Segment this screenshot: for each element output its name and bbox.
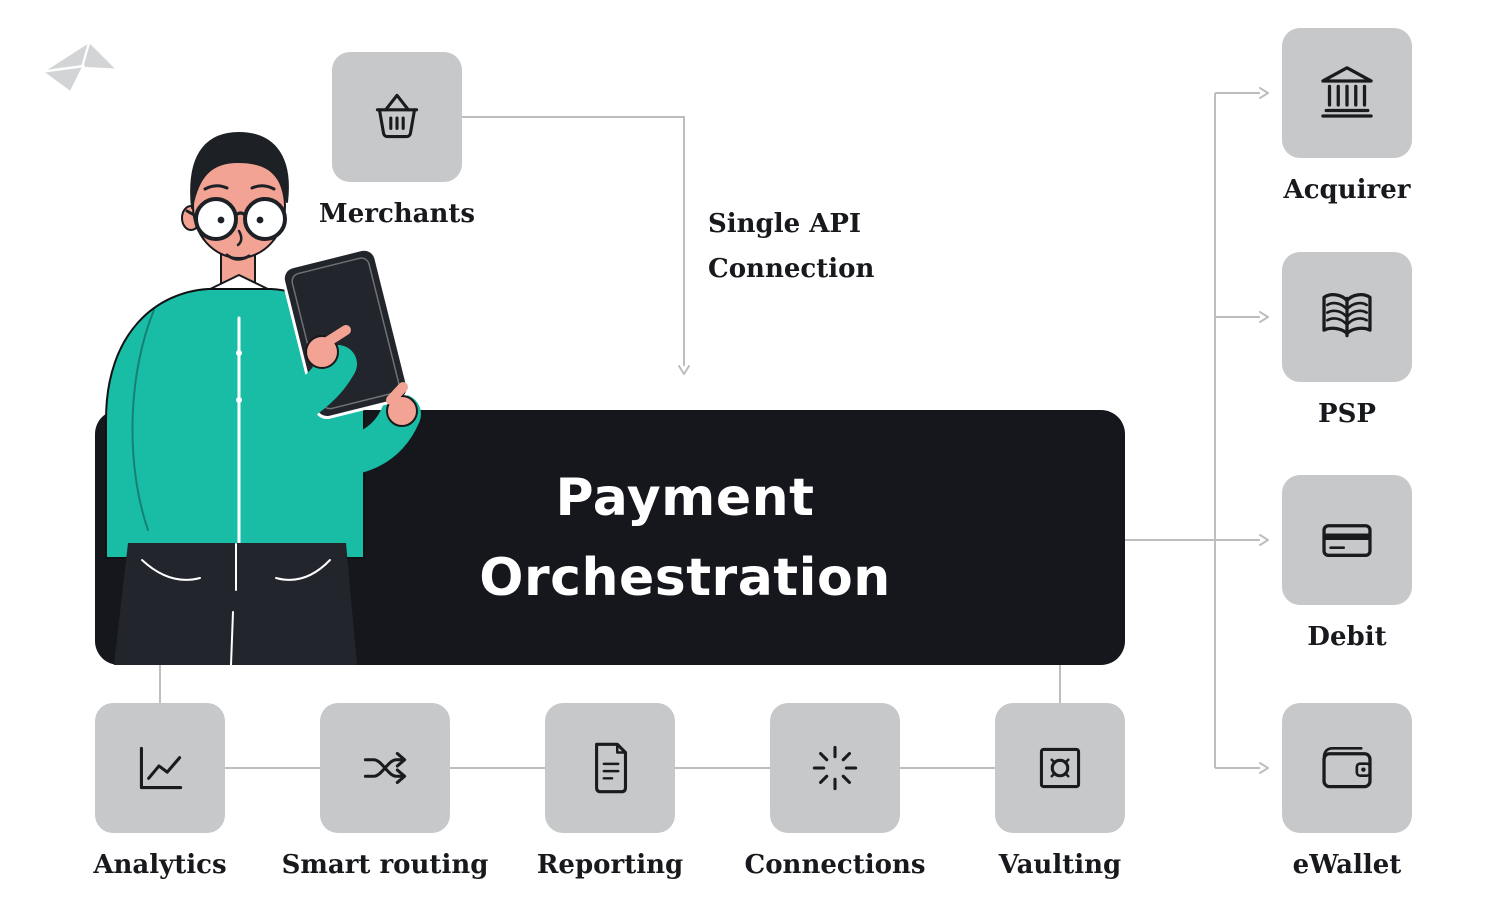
merchants-node: Merchants [287,52,507,229]
module-smart-routing-label: Smart routing [281,850,489,880]
merchants-label: Merchants [318,199,476,229]
endpoint-debit-label: Debit [1307,622,1387,652]
endpoint-ewallet: eWallet [1237,703,1457,880]
endpoint-psp-label: PSP [1318,399,1376,429]
module-analytics: Analytics [50,703,270,880]
module-analytics-label: Analytics [93,850,227,880]
person-pointing-arm [277,345,357,425]
analytics-icon-box [95,703,225,833]
smart-routing-icon-box [320,703,450,833]
ewallet-icon-box [1282,703,1412,833]
single-api-connection-label: Single API Connection [708,202,874,292]
endpoint-acquirer-label: Acquirer [1283,175,1411,205]
man-with-tablet-illustration [58,128,423,666]
module-connections: Connections [725,703,945,880]
vault-icon [1039,747,1081,789]
analytics-icon [139,746,183,790]
psp-icon-box [1282,252,1412,382]
api-note-line2: Connection [708,254,875,284]
orchestration-title-line1: Payment [555,467,815,528]
brand-logo [36,34,122,100]
person-hair [190,132,289,209]
merchants-to-orchestration-arrow [462,116,690,375]
module-reporting-label: Reporting [536,850,684,880]
reporting-icon [595,742,628,794]
module-connections-label: Connections [744,850,926,880]
reporting-icon-box [545,703,675,833]
basket-icon [375,93,419,139]
bank-icon [1321,66,1373,118]
orchestration-title-line2: Orchestration [479,547,891,608]
module-reporting: Reporting [500,703,720,880]
acquirer-icon-box [1282,28,1412,158]
debit-icon-box [1282,475,1412,605]
debit-card-icon [1322,524,1372,557]
endpoint-acquirer: Acquirer [1237,28,1457,205]
origami-bird-logo-icon [41,40,119,94]
api-note-line1: Single API [708,209,862,239]
endpoint-debit: Debit [1237,475,1457,652]
open-book-icon [1322,293,1372,338]
endpoint-ewallet-label: eWallet [1292,850,1402,880]
smart-routing-icon [363,752,407,784]
endpoint-psp: PSP [1237,252,1457,429]
wallet-icon [1322,747,1372,789]
person-glasses-left [194,197,238,241]
vaulting-icon-box [995,703,1125,833]
module-vaulting-label: Vaulting [998,850,1122,880]
person-pants [114,543,357,665]
connections-icon [812,745,858,791]
module-vaulting: Vaulting [950,703,1170,880]
connections-icon-box [770,703,900,833]
merchants-icon-box [332,52,462,182]
module-smart-routing: Smart routing [275,703,495,880]
person-glasses-right [243,197,287,241]
